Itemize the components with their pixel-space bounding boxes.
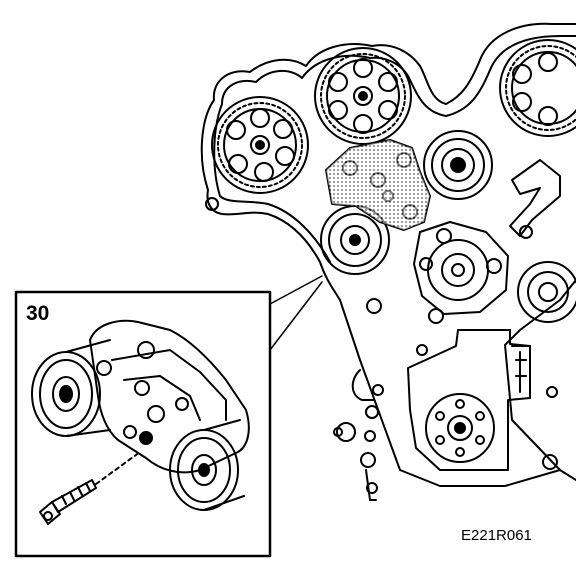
step-number: 30 [26,302,50,325]
figure-code: E221R061 [461,527,532,544]
camshaft-gear-middle [314,47,412,145]
detail-inset-frame [14,290,272,558]
auxiliary-pulley-right [517,261,576,323]
right-bracket [509,159,561,237]
water-pump [413,221,509,324]
idler-pulley [423,130,493,200]
mounting-bolt [51,479,97,513]
timing-cover-outline [200,22,576,487]
camshaft-gear-left [211,96,309,194]
tensioner-assembly-detail [31,319,250,525]
crankshaft-gear [425,393,495,463]
oil-pump-housing [407,329,531,471]
tensioner-pulley [320,205,390,275]
camshaft-gear-right [499,39,576,137]
leader-lines [269,275,323,351]
